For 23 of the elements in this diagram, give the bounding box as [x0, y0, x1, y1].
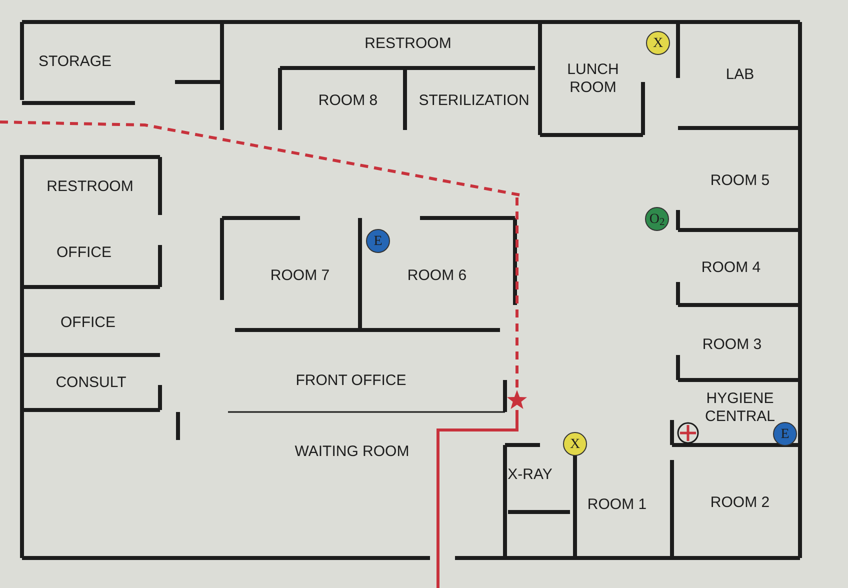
room-label: X-RAY	[508, 466, 552, 484]
room-label: ROOM 4	[701, 259, 761, 277]
room-label: OFFICE	[56, 244, 112, 262]
room-label: ROOM 3	[702, 336, 762, 354]
room-label: RESTROOM	[364, 35, 452, 53]
room-label: RESTROOM	[46, 178, 134, 196]
room-label: ROOM 7	[270, 267, 330, 285]
room-label: CONSULT	[56, 374, 126, 392]
room-label: STORAGE	[38, 53, 112, 71]
room-label: WAITING ROOM	[294, 443, 410, 461]
star-marker	[506, 389, 528, 411]
room-label: STERILIZATION	[418, 92, 530, 110]
room-label: FRONT OFFICE	[296, 372, 406, 390]
room-label: ROOM 6	[407, 267, 467, 285]
room-label: LUNCH ROOM	[558, 61, 628, 97]
room-label: ROOM 2	[710, 494, 770, 512]
room-label: ROOM 5	[710, 172, 770, 190]
room-label: OFFICE	[60, 314, 116, 332]
evacuation-route-line	[436, 410, 518, 588]
room-label: ROOM 1	[587, 496, 647, 514]
room-label: LAB	[726, 66, 754, 84]
evacuation-route-line	[0, 120, 522, 390]
room-label: ROOM 8	[318, 92, 378, 110]
